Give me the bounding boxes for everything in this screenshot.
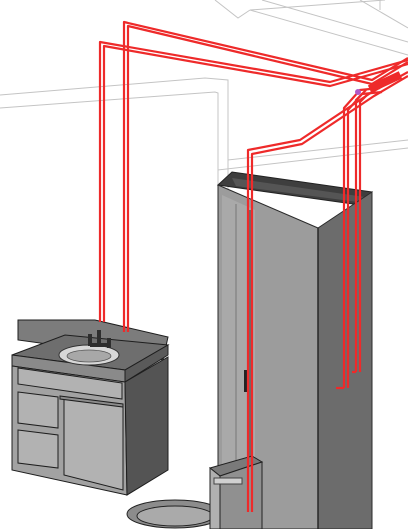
faucet — [88, 330, 111, 348]
toilet — [126, 455, 264, 529]
shower-door-handle — [244, 370, 248, 392]
vanity-cabinet — [11, 319, 170, 496]
sink-basin — [58, 344, 120, 366]
pipe-fittings — [355, 71, 403, 95]
shower-enclosure — [216, 171, 374, 529]
